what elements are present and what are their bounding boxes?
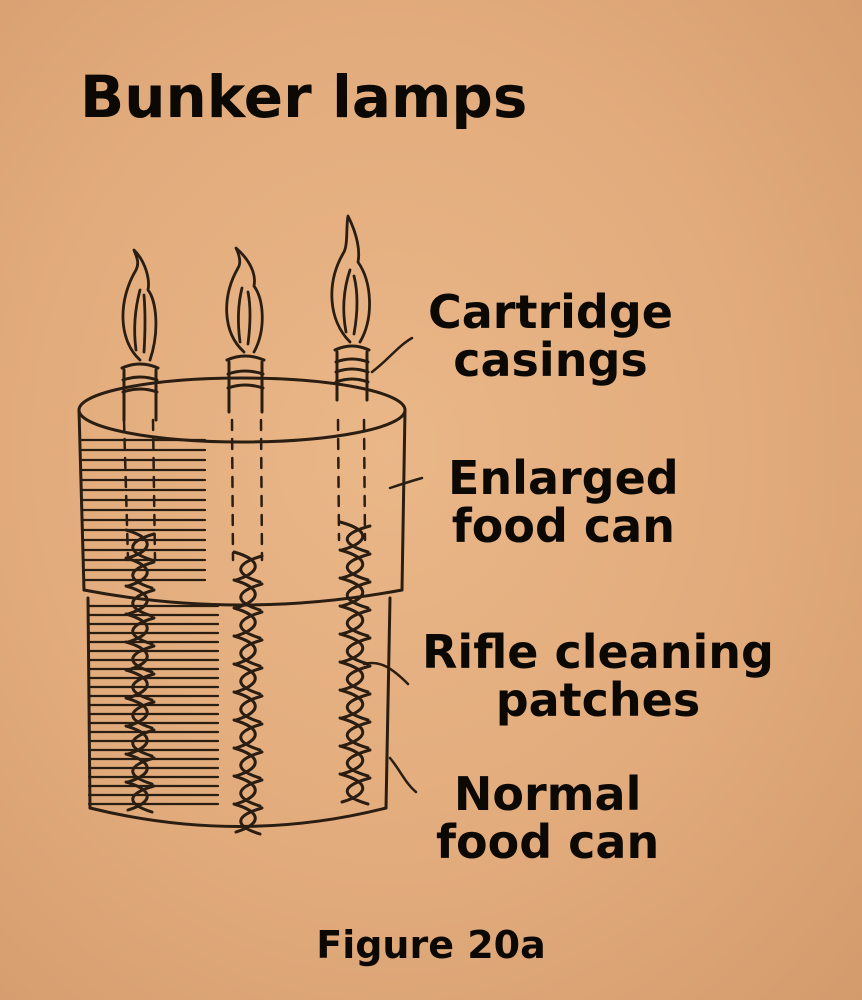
flames <box>121 214 371 362</box>
leader-patches <box>362 661 410 686</box>
label-normal-food-can: Normal food can <box>436 770 659 866</box>
figure-caption: Figure 20a <box>316 923 546 967</box>
label-cartridge-line2: casings <box>453 333 648 387</box>
label-cartridge-casings: Cartridge casings <box>428 288 673 384</box>
label-enlarged-line2: food can <box>451 499 675 553</box>
hidden-casings <box>122 418 367 562</box>
label-rifle-cleaning-patches: Rifle cleaning patches <box>422 628 774 724</box>
flame-right <box>330 214 371 344</box>
page-title: Bunker lamps <box>80 63 528 131</box>
label-patches-line1: Rifle cleaning <box>422 625 774 679</box>
casing-right <box>333 344 371 402</box>
leader-cartridge <box>370 336 414 374</box>
flame-left <box>121 248 158 362</box>
leader-enlarged <box>388 476 424 490</box>
casing-left <box>120 362 160 422</box>
flame-middle <box>225 246 264 354</box>
label-enlarged-line1: Enlarged <box>448 451 679 505</box>
label-normal-line2: food can <box>436 815 660 869</box>
label-cartridge-line1: Cartridge <box>428 285 673 339</box>
label-patches-line2: patches <box>495 673 701 727</box>
rifle-cleaning-patches <box>124 520 372 836</box>
casing-middle <box>225 354 266 414</box>
leader-lines <box>362 336 424 794</box>
cartridge-casings <box>120 344 371 422</box>
label-normal-line1: Normal <box>453 767 642 821</box>
normal-can-shape <box>86 596 392 828</box>
can-hatching <box>80 438 220 806</box>
leader-normal <box>388 756 418 794</box>
label-enlarged-food-can: Enlarged food can <box>448 454 679 550</box>
